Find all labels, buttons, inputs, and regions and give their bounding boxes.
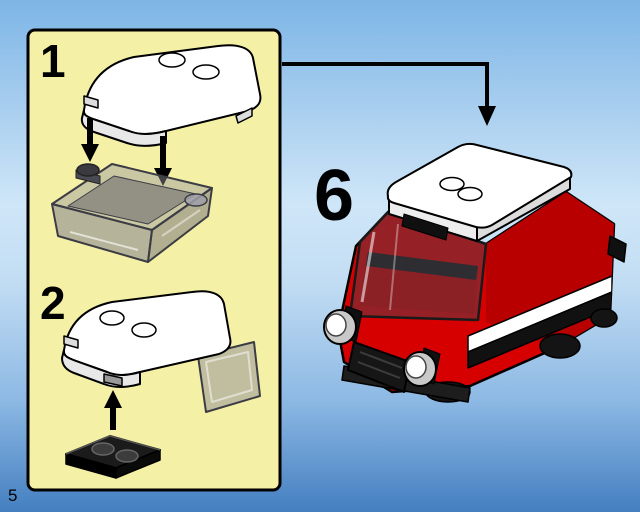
page-number: 5 xyxy=(8,486,18,505)
step-1-number: 1 xyxy=(40,35,66,87)
stud xyxy=(439,176,465,192)
step-6-number: 6 xyxy=(314,156,355,236)
step2-windscreen-piece xyxy=(197,341,261,413)
step2-roof-piece xyxy=(61,290,232,388)
car-headlight-left xyxy=(323,305,363,345)
stud xyxy=(131,322,157,338)
stud xyxy=(76,163,100,177)
roof-vent xyxy=(401,213,449,241)
rear-detail xyxy=(607,235,627,263)
stud xyxy=(91,442,115,456)
stud xyxy=(457,186,483,202)
stud xyxy=(158,52,186,68)
wheel xyxy=(590,308,618,328)
car-model xyxy=(323,142,627,403)
car-interior xyxy=(360,252,478,314)
car-grille xyxy=(347,341,411,393)
wheel xyxy=(539,333,581,359)
step1-down-arrow-left xyxy=(81,118,99,162)
stud xyxy=(115,449,139,463)
car-headlight-right xyxy=(403,347,441,387)
stud xyxy=(99,310,125,326)
step1-roof-piece xyxy=(80,44,262,147)
step2-black-plate xyxy=(65,435,161,479)
step-2-number: 2 xyxy=(40,277,66,329)
stud xyxy=(184,193,208,207)
step1-windscreen-piece xyxy=(51,163,213,263)
step2-up-arrow xyxy=(104,390,122,430)
stud xyxy=(192,64,220,80)
connector-arrow xyxy=(282,62,496,126)
car-roof xyxy=(386,142,573,242)
